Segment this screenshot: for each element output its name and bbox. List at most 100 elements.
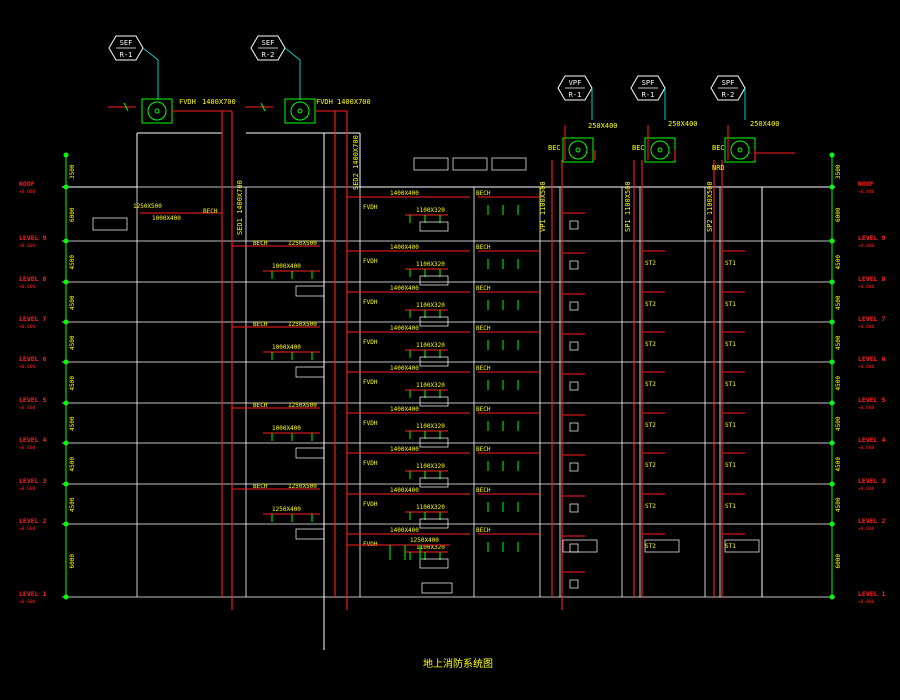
level-name: LEVEL 5: [19, 396, 46, 404]
level-node: [829, 440, 835, 446]
spf1-label: ST2: [645, 543, 656, 550]
spf2-label: ST1: [725, 341, 736, 348]
equipment-schedule: [724, 539, 760, 553]
floor-main-size: 1400X400: [390, 285, 419, 292]
level-elevation: +0.000: [19, 526, 36, 532]
fvdh-label: FVDH: [363, 299, 378, 306]
equipment-schedule: [295, 447, 325, 459]
floor-sub-size: 1100X320: [416, 463, 445, 470]
level-elevation: +0.000: [19, 324, 36, 330]
level-node: [63, 521, 69, 527]
level-dimension: 4500: [835, 457, 842, 472]
level-node: [63, 481, 69, 487]
level-name: LEVEL 7: [19, 315, 46, 323]
floor-main-size: 1400X400: [390, 365, 419, 372]
fan-impeller: [147, 101, 167, 121]
equipment-schedule: [421, 582, 453, 594]
branch-bech-label: BECH: [253, 240, 268, 247]
fan-impeller: [568, 140, 588, 160]
spf2-label: ST1: [725, 260, 736, 267]
floor-bech-label: BECH: [476, 446, 491, 453]
branch-bech-label: BECH: [253, 402, 268, 409]
spf1-label: ST2: [645, 422, 656, 429]
level-node: [63, 359, 69, 365]
damper-box: [569, 462, 579, 472]
level-elevation: +0.000: [858, 284, 875, 290]
fan-impeller: [290, 101, 310, 121]
level-elevation: +0.000: [19, 189, 36, 195]
floor-sub-size: 1100X320: [416, 342, 445, 349]
equipment-schedule: [419, 437, 449, 448]
level-elevation: +0.000: [858, 405, 875, 411]
level-axis-cap: [829, 152, 835, 158]
tag-name: SEF: [262, 39, 275, 47]
riser-label-sp1: SP1 1100X500: [624, 181, 632, 232]
fan2-duct-size: 1400X700: [337, 98, 371, 106]
fan1-duct-size: 1400X700: [202, 98, 236, 106]
fvdh-label: FVDH: [363, 420, 378, 427]
spf2-label: ST1: [725, 301, 736, 308]
roof-bech-label: BECH: [203, 208, 218, 215]
equipment-schedule: [644, 539, 680, 553]
floor-bech-label: BECH: [476, 527, 491, 534]
roof-branch-size: 1000X400: [152, 215, 181, 222]
level-dimension: 6000: [69, 207, 76, 222]
level-name: LEVEL 1: [19, 590, 46, 598]
level-name: LEVEL 2: [19, 517, 46, 525]
fan-hub: [737, 147, 743, 153]
duct-network: [172, 110, 756, 610]
damper-box: [569, 503, 579, 513]
level-dimension: 4500: [835, 416, 842, 431]
floor-main-size: 1400X400: [390, 244, 419, 251]
level-dimension: 4500: [69, 416, 76, 431]
fan5-size-label: 250X400: [750, 120, 780, 128]
tag-name: SPF: [722, 79, 735, 87]
level-node: [63, 400, 69, 406]
floor-main-size: 1400X400: [390, 446, 419, 453]
level-node: [829, 594, 835, 600]
riser-label-sed1: SED1 1400X700: [236, 180, 244, 235]
level-name: LEVEL 4: [858, 436, 885, 444]
tag-name: SPF: [642, 79, 655, 87]
level-elevation: +0.000: [858, 599, 875, 605]
level-name: LEVEL 3: [19, 477, 46, 485]
damper-box: [569, 301, 579, 311]
level-name: ROOF: [19, 180, 35, 188]
level-dimension: 4500: [69, 335, 76, 350]
level-elevation: +0.000: [858, 189, 875, 195]
branch-duct-size: 1250X500: [288, 483, 317, 490]
level-dimension: 4500: [69, 497, 76, 512]
level-elevation: +0.000: [858, 243, 875, 249]
fan3-bec-label: BEC: [548, 144, 561, 152]
level-dimension: 4500: [835, 295, 842, 310]
fan-hub: [297, 108, 303, 114]
level-dimension: 4500: [835, 376, 842, 391]
riser-label-sp2: SP2 1100X500: [706, 181, 714, 232]
floor-bech-label: BECH: [476, 244, 491, 251]
level-name: LEVEL 6: [858, 355, 885, 363]
fan-hub: [657, 147, 663, 153]
tag-number: R-1: [642, 91, 655, 99]
equipment-schedule: [419, 477, 449, 488]
equipment-schedule: [452, 157, 488, 171]
level-node: [829, 359, 835, 365]
fan5-bec-label: BEC: [712, 144, 725, 152]
fvdh-label: FVDH: [363, 501, 378, 508]
floor-sub-size: 1100X320: [416, 504, 445, 511]
level-dimension: 4500: [835, 255, 842, 270]
inlet-break: [123, 102, 129, 112]
level-dimension: 6000: [69, 554, 76, 569]
level-name: LEVEL 2: [858, 517, 885, 525]
level-elevation: +0.000: [19, 599, 36, 605]
tag-number: R-1: [569, 91, 582, 99]
spf2-label: ST1: [725, 462, 736, 469]
fan-hub: [575, 147, 581, 153]
damper-box: [569, 260, 579, 270]
level-node: [829, 521, 835, 527]
damper-box: [569, 381, 579, 391]
equipment-schedule: [491, 157, 527, 171]
level-node: [63, 440, 69, 446]
